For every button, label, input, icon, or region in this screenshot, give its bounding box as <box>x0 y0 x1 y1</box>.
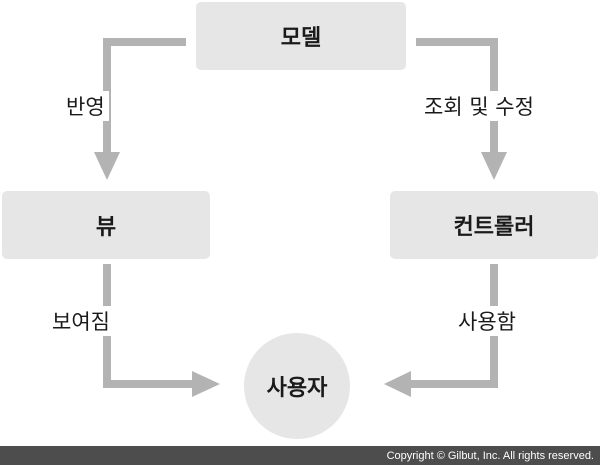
edge-label-shown: 보여짐 <box>48 306 114 336</box>
controller-node: 컨트롤러 <box>390 191 598 259</box>
copyright-bar: Copyright © Gilbut, Inc. All rights rese… <box>0 446 600 465</box>
arrowhead-user-left <box>192 371 220 397</box>
user-node: 사용자 <box>244 333 350 439</box>
arrow-model-to-view <box>103 38 186 155</box>
model-label: 모델 <box>280 26 322 51</box>
arrow-controller-to-user <box>408 264 498 388</box>
arrowhead-user-right <box>384 371 411 397</box>
edge-label-query-modify: 조회 및 수정 <box>420 91 538 121</box>
view-node: 뷰 <box>2 191 210 259</box>
arrowhead-view <box>94 152 120 180</box>
view-label: 뷰 <box>95 215 117 240</box>
edge-label-uses: 사용함 <box>454 306 520 336</box>
copyright-text: Copyright © Gilbut, Inc. All rights rese… <box>386 449 594 462</box>
user-label: 사용자 <box>266 376 328 401</box>
arrowhead-controller <box>481 152 507 180</box>
arrow-view-to-user <box>103 264 195 388</box>
controller-label: 컨트롤러 <box>453 215 535 240</box>
edge-label-reflect: 반영 <box>62 91 109 121</box>
model-node: 모델 <box>196 2 406 70</box>
